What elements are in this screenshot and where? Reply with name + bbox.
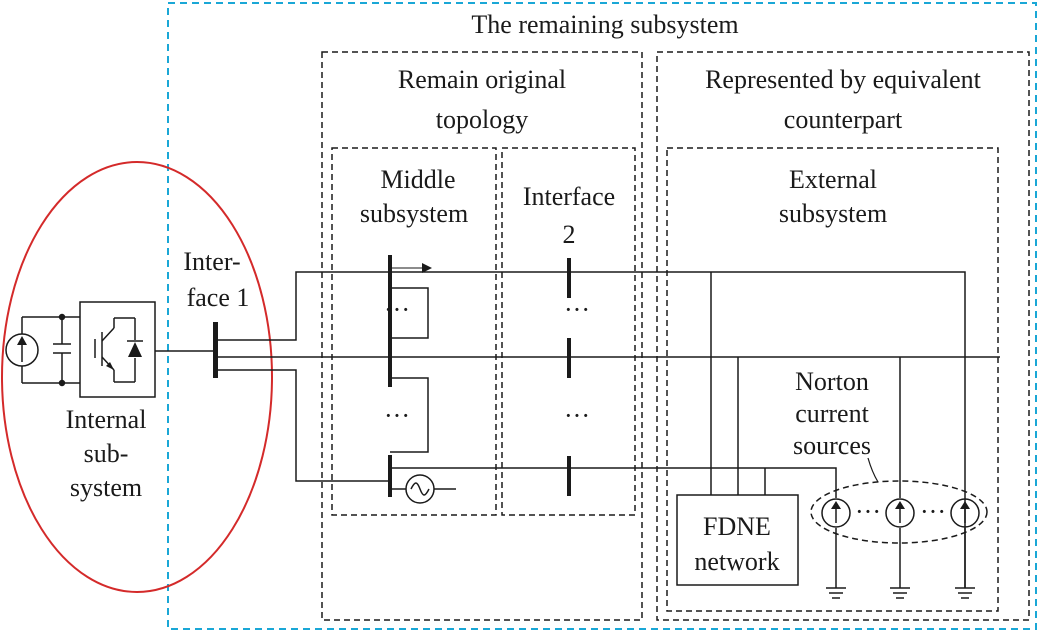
interface2-label-2: 2: [563, 220, 576, 249]
generator-icon: [405, 474, 435, 504]
norton-ellipsis-2: ···: [920, 497, 946, 526]
diode-triangle: [128, 342, 142, 357]
ground-icons: [826, 587, 975, 599]
norton-ellipsis-1: ···: [855, 497, 881, 526]
internal-label-2: sub-: [84, 439, 129, 468]
remain-topology-label-1: Remain original: [398, 65, 566, 94]
fdne-label-1: FDNE: [703, 512, 771, 541]
norton-source-arrow-2: [895, 501, 905, 509]
equivalent-box: [656, 51, 1030, 621]
fdne-network-box: [676, 494, 799, 586]
norton-sources: [821, 498, 980, 528]
norton-source-arrow-3: [960, 501, 970, 509]
igbt-emitter-arrow: [106, 362, 114, 370]
norton-group-ellipse: [810, 480, 988, 544]
fdne-label-2: network: [694, 547, 779, 576]
interface2-ellipsis-2: ···: [564, 401, 590, 430]
interface1-label-2: face 1: [187, 283, 250, 312]
norton-label-1: Norton: [795, 367, 869, 396]
middle-bus-bottom: [388, 455, 392, 497]
network-lines: [218, 267, 1000, 588]
remaining-subsystem-box: [167, 2, 1037, 630]
interface2-bus-middle: [567, 338, 571, 378]
norton-leader-line: [867, 457, 879, 483]
internal-label-1: Internal: [66, 405, 147, 434]
remain-topology-box: [321, 51, 643, 621]
external-subsystem-label-1: External: [789, 165, 877, 194]
interface2-bus-bottom: [567, 456, 571, 496]
equivalent-label-2: counterpart: [784, 105, 903, 134]
middle-subsystem-label-2: subsystem: [360, 199, 468, 228]
norton-label-2: current: [795, 399, 869, 428]
interface2-bus-top: [567, 258, 571, 298]
flow-arrow-icon: [422, 263, 432, 273]
norton-source-arrow-1: [831, 501, 841, 509]
middle-subsystem-label-1: Middle: [380, 165, 455, 194]
middle-ellipsis-2: ···: [384, 401, 410, 430]
remain-topology-label-2: topology: [436, 105, 528, 134]
converter-circuit: [21, 301, 215, 398]
interface2-label-1: Interface: [523, 182, 615, 211]
current-source-arrow: [17, 336, 27, 345]
interface1-bus: [213, 322, 218, 378]
interface2-ellipsis-1: ···: [564, 295, 590, 324]
current-source-icon: [5, 333, 39, 367]
equivalent-label-1: Represented by equivalent: [705, 65, 982, 94]
internal-subsystem-ellipse: [1, 161, 273, 593]
middle-ellipsis-1: ···: [384, 295, 410, 324]
remaining-subsystem-title: The remaining subsystem: [471, 10, 738, 39]
middle-subsystem-box: [331, 147, 497, 516]
interface1-label-1: Inter-: [183, 247, 240, 276]
internal-label-3: system: [70, 473, 142, 502]
external-subsystem-box: [666, 147, 999, 612]
middle-bus-top: [388, 255, 392, 340]
middle-bus-center: [388, 335, 392, 387]
norton-label-3: sources: [793, 431, 871, 460]
external-subsystem-label-2: subsystem: [779, 199, 887, 228]
